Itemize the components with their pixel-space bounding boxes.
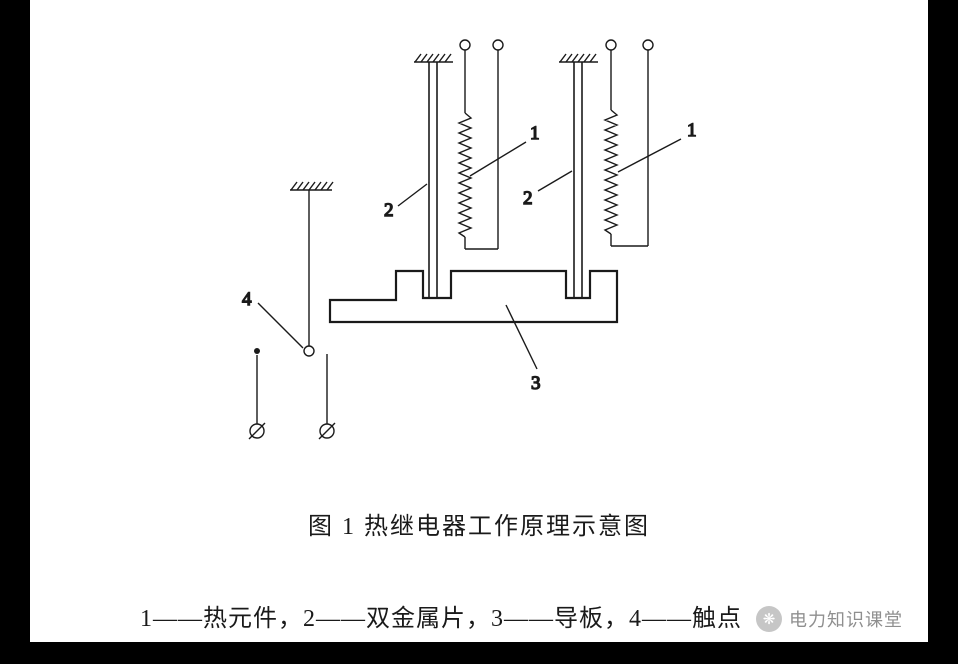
contact-anchor-hatch bbox=[290, 181, 334, 191]
label-heater-right: 1 bbox=[687, 120, 697, 141]
left-terminal bbox=[248, 355, 266, 440]
watermark-text: 电力知识课堂 bbox=[789, 610, 903, 630]
left-anchor-hatch bbox=[414, 53, 453, 63]
right-heater-element bbox=[603, 39, 654, 247]
bottom-black-bar bbox=[0, 642, 958, 664]
leader-lines bbox=[257, 138, 682, 370]
label-guide-plate: 3 bbox=[531, 373, 541, 394]
label-contact: 4 bbox=[242, 289, 252, 310]
snowflake-icon: ❋ bbox=[756, 606, 782, 632]
left-heater-element bbox=[457, 39, 504, 250]
right-terminal bbox=[318, 354, 336, 440]
right-black-bar bbox=[928, 0, 958, 664]
watermark: ❋ 电力知识课堂 bbox=[756, 606, 903, 632]
left-bimetal-strip bbox=[428, 62, 438, 298]
left-black-bar bbox=[0, 0, 30, 664]
thermal-relay-diagram: 2 1 2 1 3 4 bbox=[241, 39, 697, 440]
contact-lever bbox=[254, 190, 315, 357]
right-bimetal-strip bbox=[573, 62, 583, 298]
figure-legend: 1——热元件，2——双金属片，3——导板，4——触点 bbox=[140, 606, 742, 632]
label-heater-left: 1 bbox=[530, 123, 540, 144]
guide-plate bbox=[328, 269, 619, 324]
figure-caption: 图 1 热继电器工作原理示意图 bbox=[308, 514, 650, 540]
label-bimetal-left: 2 bbox=[384, 200, 394, 221]
right-anchor-hatch bbox=[559, 53, 598, 63]
label-bimetal-right: 2 bbox=[523, 188, 533, 209]
